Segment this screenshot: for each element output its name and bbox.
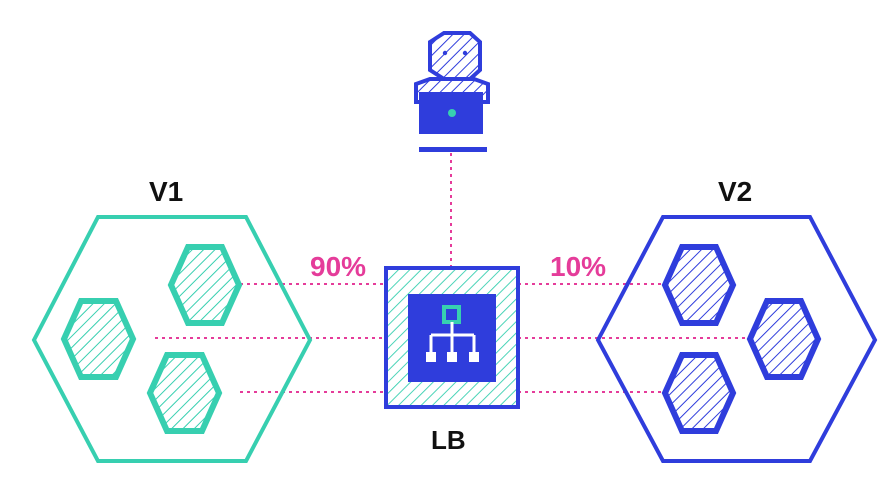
left-traffic-percentage: 90% bbox=[310, 251, 366, 282]
v2-label: V2 bbox=[718, 176, 752, 207]
right-traffic-percentage: 10% bbox=[550, 251, 606, 282]
v1-service-cluster-icon bbox=[31, 215, 313, 463]
load-balancer-icon bbox=[384, 266, 520, 409]
user-with-laptop-icon bbox=[414, 31, 490, 152]
lb-label: LB bbox=[431, 425, 466, 455]
v1-label: V1 bbox=[149, 176, 183, 207]
v2-service-cluster-icon bbox=[595, 215, 878, 463]
connection-lines bbox=[155, 153, 749, 393]
